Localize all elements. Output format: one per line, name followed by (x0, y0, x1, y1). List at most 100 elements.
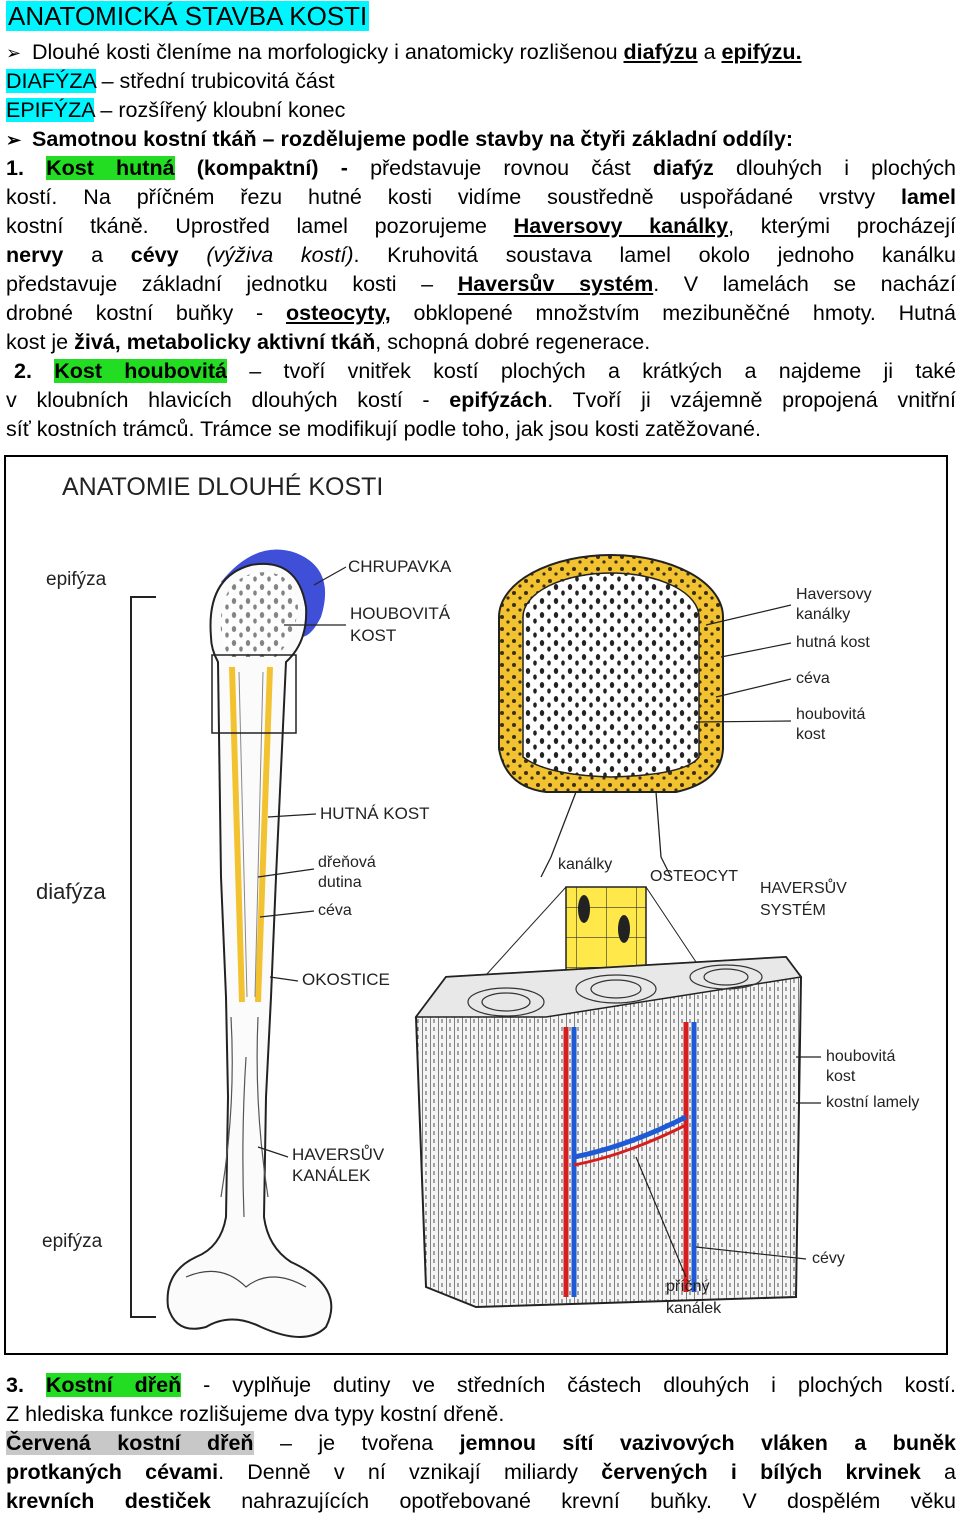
label-drenova-1: dřeňová (318, 854, 376, 871)
term-haversovy-kanalky: Haversovy kanálky (513, 214, 729, 238)
s2-text: – tvoří vnitřek kostí plochých a krátkýc… (226, 359, 956, 383)
intro-line-epifyza: EPIFÝZA – rozšířený kloubní konec (6, 96, 956, 125)
s3-text: a (920, 1460, 957, 1484)
section2-line-2: v kloubních hlavicích dlouhých kostí - e… (6, 386, 956, 415)
label-houbovita-r1: houbovitá (796, 706, 865, 723)
s1-text: dlouhých i plochých (713, 156, 956, 180)
s1-text: kostní tkáně. Uprostřed lamel pozorujeme (6, 214, 514, 238)
section3-line-5: krevních destiček nahrazujících opotřebo… (6, 1487, 956, 1516)
s1-text: , kterými procházejí (728, 214, 956, 238)
term-krevni-desticky: krevních destiček (6, 1489, 211, 1513)
term-epifyzach: epifýzách (449, 388, 548, 412)
section1-line-6: drobné kostní buňky - osteocyty, obklope… (6, 299, 956, 328)
s1-text: představuje rovnou část (370, 156, 653, 180)
spongy-head (220, 572, 298, 657)
term-kost-hutna: Kost hutná (46, 156, 175, 180)
leader-lines-right (695, 604, 792, 723)
bone-anatomy-illustration: ANATOMIE DLOUHÉ KOSTI epifýza diafýza ep… (36, 472, 919, 1338)
section2-line-3: síť kostních trámců. Trámce se modifikuj… (6, 415, 956, 444)
label-cevy: cévy (812, 1250, 845, 1267)
section1-line-5: představuje základní jednotku kosti – Ha… (6, 270, 956, 299)
s1-text: a (63, 243, 131, 267)
marrow-inner-lines (238, 671, 264, 998)
s3-text: – je tvořena (253, 1431, 460, 1455)
label-haversovy-2: kanálky (796, 606, 850, 623)
label-hutna-kost-caps: HUTNÁ KOST (320, 804, 430, 823)
heading-text: ANATOMICKÁ STAVBA KOSTI (6, 1, 370, 31)
s2-text: . Tvoří ji vzájemně propojená vnitřní (547, 388, 956, 412)
compact-bone-block (414, 955, 803, 1309)
leader-lines-bottom (635, 1056, 821, 1278)
s1-text: . V lamelách se nachází (653, 272, 956, 296)
diafyza-definition: – střední trubicovitá část (95, 69, 335, 93)
label-epifyza-bottom: epifýza (42, 1231, 103, 1252)
s1-text: drobné kostní buňky - (6, 301, 286, 325)
term-diafyzu: diafýzu (623, 40, 698, 64)
bone-anatomy-figure: ANATOMIE DLOUHÉ KOSTI epifýza diafýza ep… (4, 455, 948, 1355)
marrow-cavity-walls (229, 666, 273, 1003)
label-pricny-2: kanálek (666, 1300, 722, 1317)
term-epifyzu: epifýzu. (721, 40, 802, 64)
section1-number: 1. (6, 156, 47, 180)
intro-line-tissue: ➢ Samotnou kostní tkáň – rozdělujeme podl… (6, 125, 956, 155)
section1-line-2: kostí. Na příčném řezu hutné kosti vidím… (6, 183, 956, 212)
figure-title: ANATOMIE DLOUHÉ KOSTI (62, 472, 383, 501)
label-houbovita-b1: houbovitá (826, 1048, 895, 1065)
term-cervena-kostni-dren: Červená kostní dřeň (6, 1431, 254, 1455)
label-okostice: OKOSTICE (302, 970, 390, 989)
term-kostni-dren: Kostní dřeň (45, 1373, 182, 1397)
label-hutna-kost: hutná kost (796, 634, 870, 651)
section2-number: 2. (14, 359, 32, 383)
term-kompaktni: (kompaktní) - (174, 156, 371, 180)
term-osteocyty: osteocyty, (285, 301, 391, 325)
haversian-canal-lines (220, 1016, 269, 1218)
section3-line-1: 3. Kostní dřeň - vyplňuje dutiny ve stře… (6, 1371, 956, 1400)
s1-text: obklopené množstvím mezibuněčné hmoty. H… (390, 301, 956, 325)
condyle-line (185, 1270, 307, 1288)
section3-line-4: protkaných cévami. Denně v ní vznikají m… (6, 1458, 956, 1487)
label-diafyza: diafýza (36, 879, 106, 904)
label-haversuv-kanalek-1: HAVERSŮV (292, 1145, 385, 1164)
document-heading: ANATOMICKÁ STAVBA KOSTI (6, 1, 956, 33)
s3-text: Z hlediska funkce rozlišujeme dva typy k… (6, 1402, 505, 1426)
arrow-bullet-icon: ➢ (6, 43, 22, 63)
term-ziva-tkan: živá, metabolicky aktivní tkáň (74, 330, 376, 354)
label-epifyza-top: epifýza (46, 569, 107, 590)
label-houbovita-b2: kost (826, 1068, 856, 1085)
term-nervy: nervy (6, 243, 64, 267)
epifyza-definition: – rozšířený kloubní konec (94, 98, 346, 122)
label-pricny-1: příčný (666, 1278, 710, 1295)
term-diafyza: DIAFÝZA (6, 69, 96, 93)
intro-line-1: ➢Dlouhé kosti členíme na morfologicky i … (6, 38, 956, 68)
label-drenova-2: dutina (318, 874, 362, 891)
s2-text: v kloubních hlavicích dlouhých kostí - (6, 388, 450, 412)
label-chrupavka: CHRUPAVKA (348, 557, 452, 576)
section1-line-3: kostní tkáně. Uprostřed lamel pozorujeme… (6, 212, 956, 241)
s3-text: . Denně v ní vznikají miliardy (218, 1460, 602, 1484)
term-lamel: lamel (901, 185, 956, 209)
label-haversuv-system-1: HAVERSŮV (760, 878, 847, 897)
section3-line-3: Červená kostní dřeň – je tvořena jemnou … (6, 1429, 956, 1458)
long-bone-outline (166, 562, 333, 1338)
term-diafyz: diafýz (652, 156, 714, 180)
s1-text: kost je (6, 330, 75, 354)
section-frame (211, 654, 297, 734)
label-houbovita-1: HOUBOVITÁ (350, 604, 451, 623)
arrow-bullet-icon: ➢ (6, 130, 22, 150)
term-cevy: cévy (130, 243, 179, 267)
tissue-text: Samotnou kostní tkáň – rozdělujeme podle… (32, 127, 794, 151)
section1-line-1: 1. Kost hutná (kompaktní) - představuje … (6, 154, 956, 183)
intro-text-a: a (697, 40, 722, 64)
s1-text: představuje základní jednotku kosti – (6, 272, 458, 296)
label-houbovita-r2: kost (796, 726, 826, 743)
label-kanalky: kanálky (558, 856, 612, 873)
term-krvinky: červených i bílých krvinek (601, 1460, 921, 1484)
term-kost-houbovita: Kost houbovitá (54, 359, 227, 383)
section2-line-1: 2. Kost houbovitá – tvoří vnitřek kostí … (6, 357, 956, 386)
label-houbovita-2: KOST (350, 626, 396, 645)
label-haversovy-1: Haversovy (796, 586, 872, 603)
s1-vyziva: (výživa kostí) (178, 243, 354, 267)
s3-text: nahrazujících opotřebované krevní buňky.… (210, 1489, 957, 1513)
bone-cross-section (498, 554, 724, 878)
intro-line-diafyza: DIAFÝZA – střední trubicovitá část (6, 67, 956, 96)
